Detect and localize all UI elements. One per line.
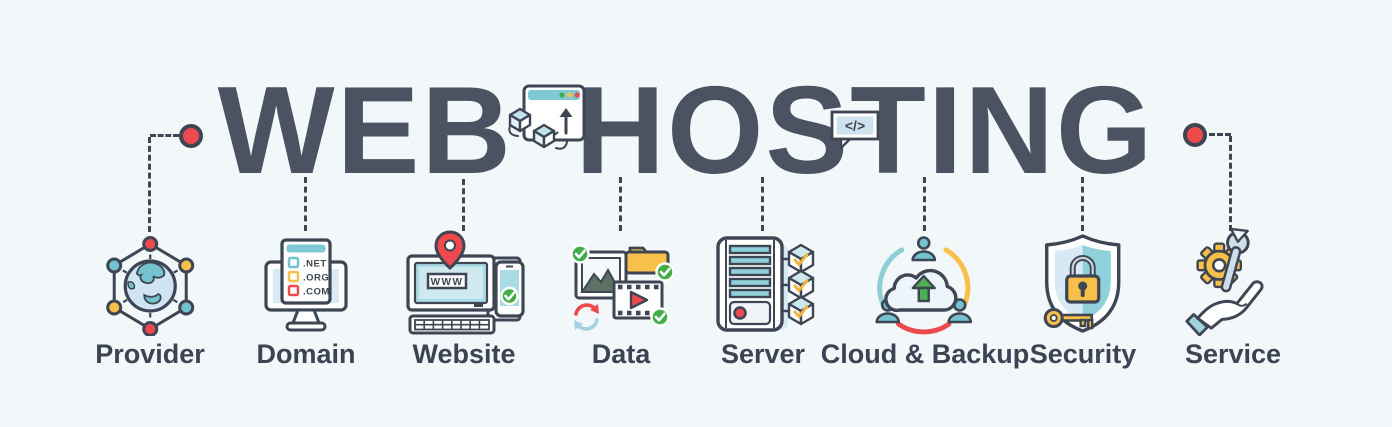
code-bubble-text: </> — [845, 118, 865, 134]
dash-line-cloud — [923, 177, 926, 231]
dash-line-website — [462, 179, 465, 231]
check-badge — [650, 307, 670, 327]
dash-line-security — [1081, 177, 1084, 231]
check-badge — [570, 244, 590, 264]
domain-option: .ORG — [303, 273, 329, 284]
data-media-icon — [568, 228, 674, 336]
item-label-cloud-backup: Cloud & Backup — [820, 339, 1030, 369]
left-elbow-dash — [150, 134, 179, 137]
browser-upload-icon — [508, 84, 588, 154]
code-bubble-icon: </> — [830, 110, 880, 150]
dash-line-domain — [304, 177, 307, 231]
dash-line-data — [619, 177, 622, 231]
website-devices-icon: WWW — [402, 228, 526, 336]
item-label-domain: Domain — [256, 339, 356, 369]
check-badge — [655, 262, 674, 282]
domain-monitor-icon: .NET .ORG .COM — [256, 228, 356, 336]
left-red-dot — [179, 124, 203, 148]
shield-lock-key-icon — [1036, 228, 1130, 336]
cube-check — [787, 269, 815, 300]
dash-line-service — [1229, 136, 1232, 231]
banner-item-security: Security — [1029, 228, 1137, 370]
cloud-upload-users-icon — [864, 228, 986, 336]
domain-option: .COM — [303, 287, 330, 298]
status-light — [733, 306, 747, 320]
wrench-icon — [1220, 228, 1250, 293]
item-label-data: Data — [591, 339, 651, 369]
cube-check — [787, 243, 815, 274]
upload-arrow-icon — [911, 274, 937, 303]
item-label-provider: Provider — [95, 339, 205, 369]
domain-option: .NET — [303, 259, 327, 270]
banner-item-website: WWW Website — [402, 228, 526, 370]
banner-item-service: Service — [1185, 228, 1281, 370]
item-label-service: Service — [1184, 339, 1282, 369]
user-icon — [911, 236, 937, 262]
cube-glyph — [508, 107, 532, 133]
cube-check — [787, 295, 815, 326]
banner-item-data: Data — [568, 228, 674, 370]
dash-line-provider — [148, 137, 151, 232]
banner-item-cloud-backup: Cloud & Backup — [820, 228, 1030, 370]
hand-icon — [1185, 280, 1264, 336]
banner-item-provider: Provider — [95, 228, 205, 370]
banner-title: WEB HOSTING — [217, 62, 1155, 200]
www-text: WWW — [431, 277, 464, 288]
item-label-server: Server — [720, 339, 806, 369]
network-globe-icon — [97, 228, 203, 336]
cube-glyph — [532, 123, 556, 149]
banner-item-domain: .NET .ORG .COM Domain — [256, 228, 356, 370]
dash-line-server — [761, 177, 764, 231]
sync-icon — [574, 303, 599, 331]
item-label-security: Security — [1029, 339, 1137, 369]
right-red-dot — [1183, 123, 1207, 147]
banner-item-server: Server — [710, 228, 816, 370]
server-cubes-icon — [710, 228, 816, 336]
check-badge — [500, 286, 519, 306]
wrench-gear-hand-icon — [1185, 228, 1281, 336]
item-label-website: Website — [412, 339, 516, 369]
user-icon — [947, 298, 973, 324]
key-icon — [1044, 308, 1094, 330]
right-elbow-dash — [1201, 133, 1231, 136]
